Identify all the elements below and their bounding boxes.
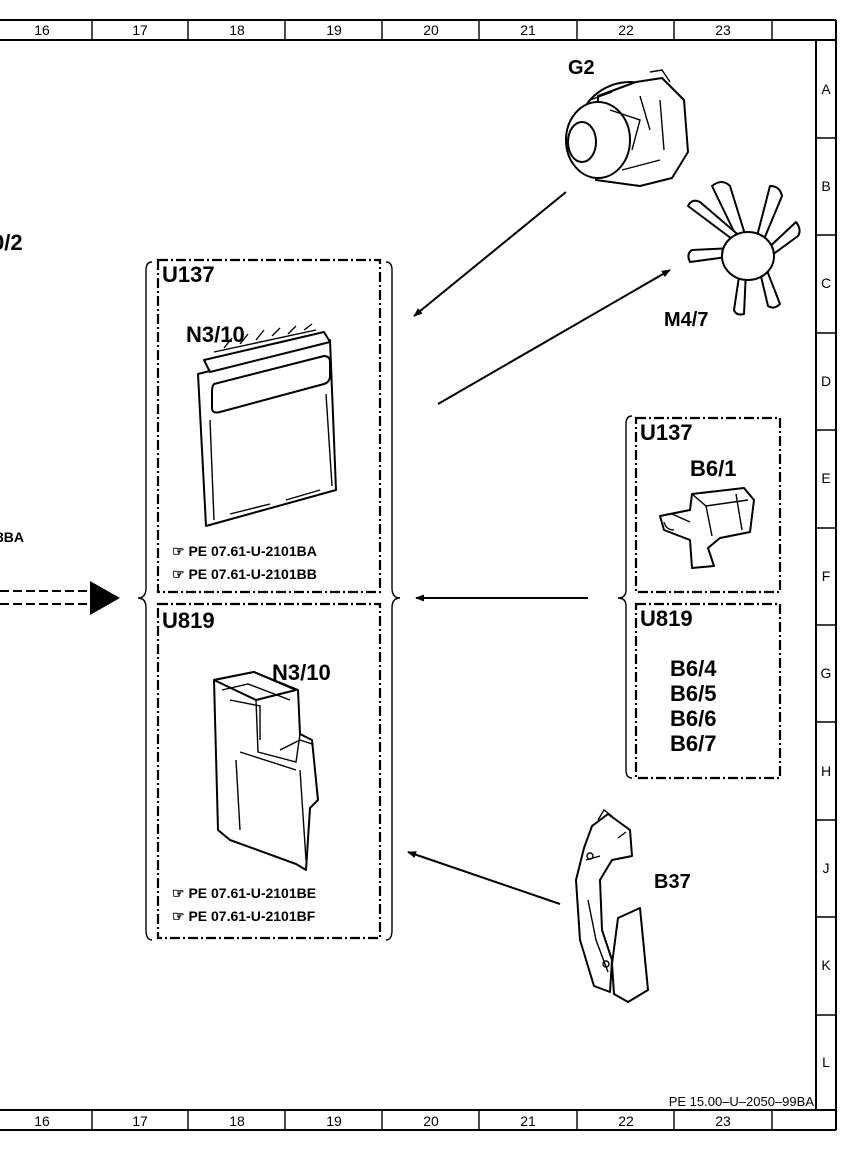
arrow-b37-to-ecu [407,851,561,905]
row-label-J: J [823,860,830,876]
col-label-21-bottom: 21 [520,1113,536,1129]
row-label-D: D [821,373,831,389]
row-label-K: K [821,957,831,973]
u137-module-box [156,258,382,594]
alternator-icon [565,69,689,187]
row-label-L: L [822,1054,830,1070]
module-brace-right [617,415,633,779]
col-label-23-bottom: 23 [715,1113,731,1129]
incoming-dashed-arrow [0,581,120,615]
row-label-F: F [822,568,831,584]
u819-right-component-3: B6/6 [670,706,716,731]
u819-right-component-1: B6/4 [670,656,717,681]
col-label-18-bottom: 18 [229,1113,245,1129]
col-label-22: 22 [618,22,634,38]
u819-left-component: N3/10 [272,660,331,685]
u819-module-box [156,602,382,940]
alternator-label: G2 [568,57,595,79]
module-brace-left [137,261,401,941]
engine-control-unit-lower-icon [213,671,319,871]
row-label-G: G [821,665,832,681]
fan-label: M4/7 [664,309,708,331]
col-label-16: 16 [34,22,50,38]
column-labels-bottom: 16 17 18 19 20 21 22 23 [34,1113,731,1129]
u137-right-component: B6/1 [690,456,736,481]
row-label-A: A [821,81,831,97]
drawing-frame [0,19,837,1131]
u137-right-module-box [634,416,782,594]
col-label-16-bottom: 16 [34,1113,50,1129]
col-label-17: 17 [132,22,148,38]
u137-right-title: U137 [640,420,693,445]
row-label-H: H [821,763,831,779]
col-label-20: 20 [423,22,439,38]
col-label-19: 19 [326,22,342,38]
pedal-label: B37 [654,871,691,893]
u137-ref-2: ☞ PE 07.61-U-2101BB [172,566,317,582]
accelerator-pedal-icon [575,808,649,1003]
u819-ref-1: ☞ PE 07.61-U-2101BE [172,885,316,901]
u137-ref-1: ☞ PE 07.61-U-2101BA [172,543,317,559]
u819-right-title: U819 [640,606,693,631]
col-label-21: 21 [520,22,536,38]
col-label-17-bottom: 17 [132,1113,148,1129]
u819-right-component-2: B6/5 [670,681,716,706]
u819-left-title: U819 [162,608,215,633]
u819-right-component-4: B6/7 [670,731,716,756]
col-label-23: 23 [715,22,731,38]
arrow-g2-to-ecu [413,191,567,317]
column-labels-top: 16 17 18 19 20 21 22 23 [34,22,731,38]
u819-ref-2: ☞ PE 07.61-U-2101BF [172,908,316,924]
column-dividers [91,20,773,1130]
row-labels: A B C D E F G H J K L [821,81,832,1070]
row-label-E: E [821,470,830,486]
partial-label-mid: 3BA [0,529,24,545]
col-label-19-bottom: 19 [326,1113,342,1129]
row-label-B: B [821,178,830,194]
arrow-ecu-to-fan [437,269,671,405]
engine-control-unit-upper-icon [197,323,337,527]
row-dividers [816,137,836,1016]
col-label-20-bottom: 20 [423,1113,439,1129]
u819-right-module-box [634,602,782,780]
row-label-C: C [821,275,831,291]
document-reference: PE 15.00–U–2050–99BA [669,1094,815,1109]
u137-left-component: N3/10 [186,322,245,347]
col-label-22-bottom: 22 [618,1113,634,1129]
partial-label-top: 0/2 [0,230,23,255]
col-label-18: 18 [229,22,245,38]
camshaft-sensor-icon [659,487,755,569]
u137-left-title: U137 [162,262,215,287]
fan-icon [687,181,801,316]
